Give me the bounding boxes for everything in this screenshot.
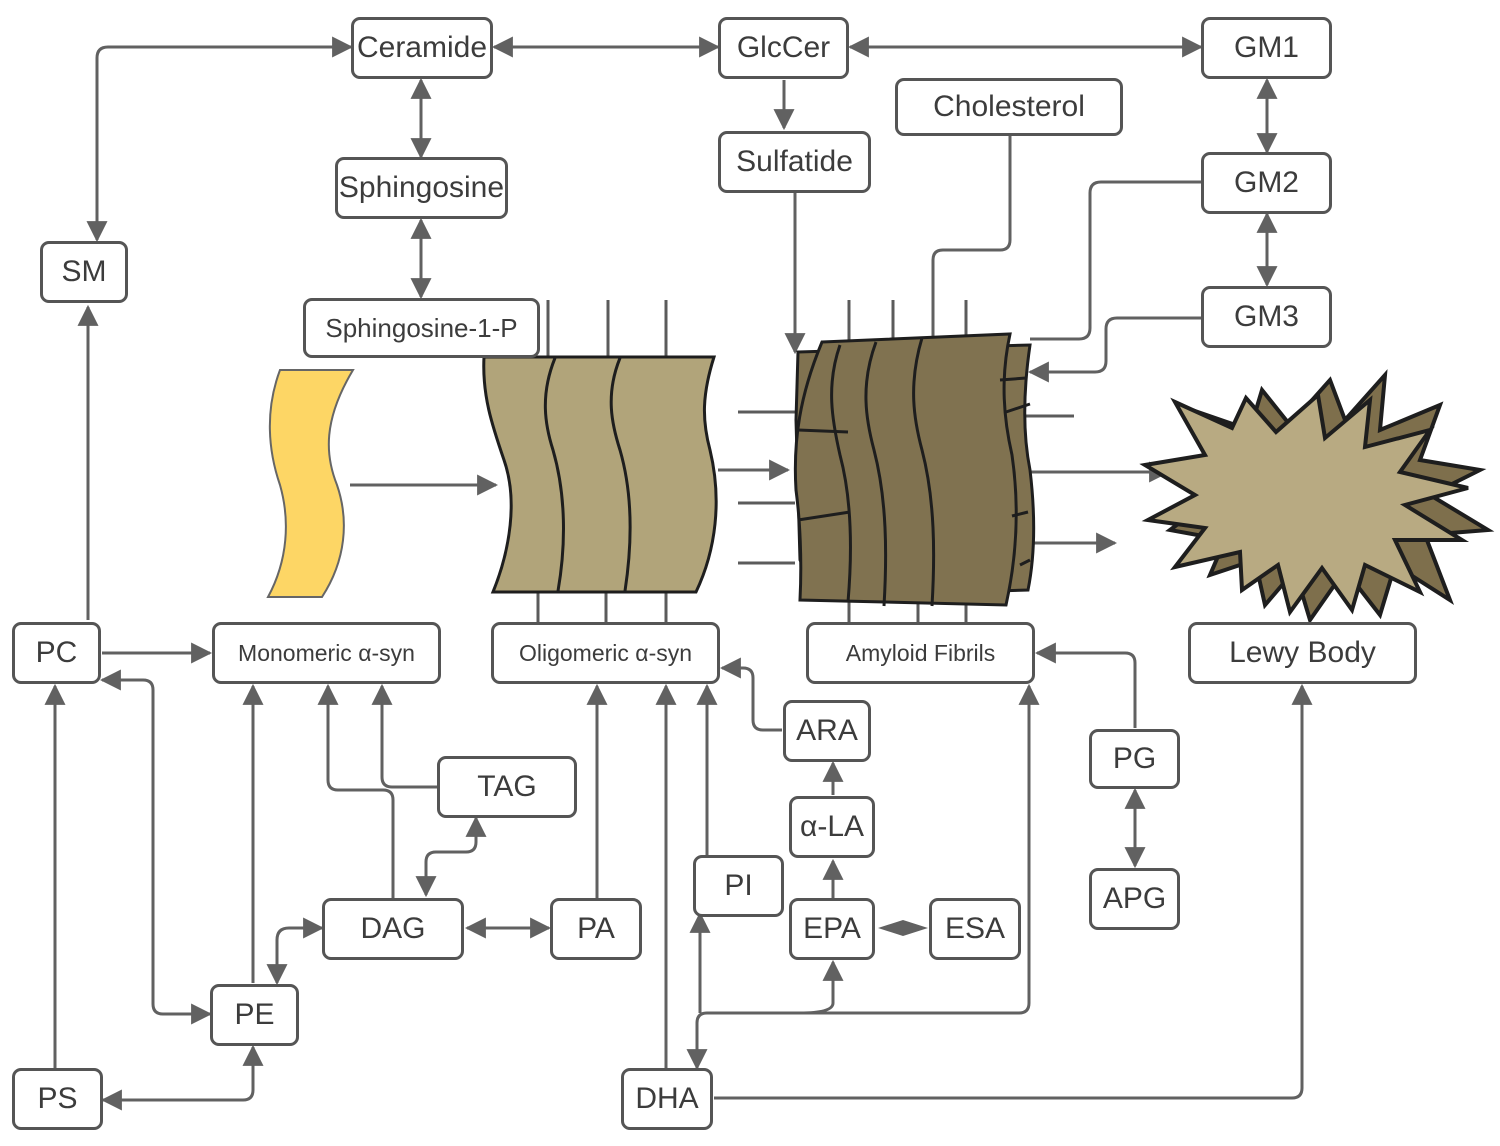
node-ceramide: Ceramide <box>351 17 493 79</box>
node-esa: ESA <box>929 898 1021 960</box>
edge-ceramide-sm <box>86 36 354 243</box>
node-tag-label: TAG <box>477 770 537 803</box>
node-pc: PC <box>12 622 101 684</box>
node-glccer: GlcCer <box>718 17 849 79</box>
node-sphingosine-1-p: Sphingosine-1-P <box>303 298 540 358</box>
node-ps-label: PS <box>37 1082 78 1115</box>
node-ceramide-label: Ceramide <box>356 31 488 64</box>
node-pa-label: PA <box>577 912 615 945</box>
node-amyloid-fibrils: Amyloid Fibrils <box>806 622 1035 684</box>
node-cholesterol: Cholesterol <box>895 78 1123 136</box>
node-esa-label: ESA <box>944 912 1006 945</box>
node-monomeric-label: Monomeric α-syn <box>238 639 415 666</box>
node-pi-label: PI <box>724 869 753 902</box>
edge-pg-amyloid <box>1034 642 1137 728</box>
node-amyloid-label: Amyloid Fibrils <box>845 639 996 666</box>
edge-tag-monomeric <box>371 683 437 789</box>
node-tag: TAG <box>437 756 577 818</box>
node-lewy-body: Lewy Body <box>1188 622 1417 684</box>
node-ara: ARA <box>783 700 871 762</box>
edge-dag-tag <box>415 815 487 898</box>
node-gm2: GM2 <box>1201 152 1332 214</box>
node-sm: SM <box>40 241 128 303</box>
node-alpha-la: α-LA <box>789 796 875 858</box>
node-pa: PA <box>550 898 642 960</box>
lewy-body-shape <box>1139 369 1495 625</box>
node-sphingosine-label: Sphingosine <box>338 171 505 204</box>
node-pi: PI <box>693 855 784 917</box>
node-ps: PS <box>12 1068 103 1130</box>
node-gm3: GM3 <box>1201 286 1332 348</box>
node-epa: EPA <box>789 898 875 960</box>
edge-ps-pe <box>100 1044 264 1111</box>
edge-pc-pe <box>99 669 213 1025</box>
edge-ara-oligomeric <box>719 657 782 732</box>
node-gm1: GM1 <box>1201 17 1332 79</box>
node-lewy-label: Lewy Body <box>1229 636 1376 669</box>
node-dag: DAG <box>322 898 464 960</box>
node-oligomeric-alpha-syn: Oligomeric α-syn <box>491 622 720 684</box>
node-dha-label: DHA <box>635 1082 699 1115</box>
edge-dag-monomeric <box>317 683 395 898</box>
node-pe-label: PE <box>234 998 275 1031</box>
monomer-shape <box>266 369 355 598</box>
node-apg: APG <box>1089 868 1180 930</box>
node-oligomeric-label: Oligomeric α-syn <box>518 639 693 666</box>
node-cholesterol-label: Cholesterol <box>933 90 1085 123</box>
edge-pe-dag <box>266 917 325 986</box>
node-sm-label: SM <box>61 255 107 288</box>
node-gm2-label: GM2 <box>1233 166 1299 199</box>
node-pg-label: PG <box>1112 742 1157 775</box>
edge-dha-amyloid <box>686 683 1040 1071</box>
node-alpha-la-label: α-LA <box>799 810 865 843</box>
connectors <box>44 36 1313 1111</box>
node-sphingosine: Sphingosine <box>335 157 508 219</box>
node-pg: PG <box>1089 729 1180 789</box>
edge-gm2-fibrils <box>1030 180 1201 341</box>
node-gm1-label: GM1 <box>1233 31 1299 64</box>
node-glccer-label: GlcCer <box>736 31 831 64</box>
fibril-shape <box>738 300 1074 625</box>
edge-dha-lewy <box>714 683 1313 1100</box>
node-gm3-label: GM3 <box>1233 300 1299 333</box>
node-dag-label: DAG <box>360 912 426 945</box>
node-apg-label: APG <box>1102 882 1167 915</box>
oligomer-shape <box>482 300 718 622</box>
node-dha: DHA <box>621 1068 713 1130</box>
node-sphingosine-1-p-label: Sphingosine-1-P <box>325 312 518 343</box>
node-sulfatide: Sulfatide <box>718 131 871 193</box>
node-pe: PE <box>210 984 299 1046</box>
node-ara-label: ARA <box>796 714 858 747</box>
edge-gm3-fibrils <box>1027 316 1201 383</box>
node-sulfatide-label: Sulfatide <box>736 145 853 178</box>
edge-epa-esa <box>878 920 928 936</box>
node-epa-label: EPA <box>803 912 861 945</box>
edge-dha-epa <box>799 959 844 1015</box>
edge-cholesterol-fibrils <box>931 134 1012 336</box>
node-monomeric-alpha-syn: Monomeric α-syn <box>212 622 441 684</box>
node-pc-label: PC <box>35 636 78 669</box>
